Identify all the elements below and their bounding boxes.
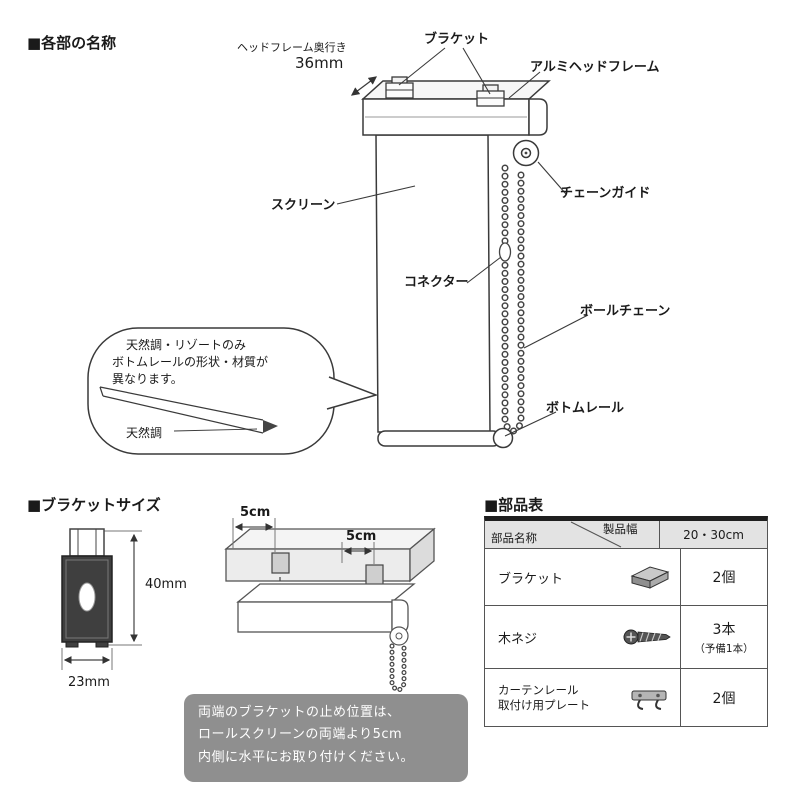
part-label-bracket: ブラケット	[424, 32, 490, 47]
section-title-parts-table: ■部品表	[484, 496, 544, 514]
install-ball-chain	[389, 643, 407, 693]
parts-table: 部品名称 製品幅 20・30cm ブラケット 2個 木ネジ	[484, 516, 768, 727]
bracket-width-value: 23mm	[68, 675, 110, 690]
bubble-text-line3: 異なります。	[112, 372, 183, 386]
part-qty-note: （予備1本）	[694, 642, 754, 655]
name-cell: ブラケット	[485, 549, 681, 605]
install-bracket-left	[271, 552, 290, 574]
bracket-size-drawing	[61, 528, 142, 670]
bracket-icon	[630, 566, 670, 589]
bottom-rail-shape	[377, 427, 514, 449]
chain-guide-shape	[512, 139, 540, 167]
table-row-screw: 木ネジ 3本 （予備1本）	[485, 606, 767, 669]
table-row-plate: カーテンレール 取付け用プレート 2個	[485, 669, 767, 726]
header-product-width: 製品幅	[603, 522, 638, 536]
bubble-text-line2: ボトムレールの形状・材質が	[112, 355, 269, 369]
section-title-bracket-size: ■ブラケットサイズ	[27, 496, 161, 514]
part-label-chain-guide: チェーンガイド	[560, 186, 651, 201]
install-gap-right-value: 5cm	[346, 529, 377, 544]
head-frame-depth-value: 36mm	[295, 54, 344, 72]
parts-table-header-row: 部品名称 製品幅 20・30cm	[485, 521, 767, 549]
part-label-screen: スクリーン	[271, 198, 336, 213]
part-qty: 2個	[712, 690, 736, 707]
part-name-line1: カーテンレール	[498, 682, 579, 697]
chain-connector	[498, 242, 512, 262]
table-row-bracket: ブラケット 2個	[485, 549, 767, 606]
label-pointer-lines	[336, 47, 589, 437]
install-gap-left-value: 5cm	[240, 505, 271, 520]
bracket-shapes	[385, 76, 505, 107]
install-note-line1: 両端のブラケットの止め位置は、	[198, 705, 401, 720]
install-bracket-right	[365, 564, 384, 586]
name-cell: カーテンレール 取付け用プレート	[485, 669, 681, 726]
head-frame-depth-label: ヘッドフレーム奥行き	[237, 41, 347, 54]
screw-icon	[623, 629, 671, 645]
part-label-connector: コネクター	[404, 275, 469, 290]
header-part-name: 部品名称	[491, 530, 537, 545]
qty-cell: 3本 （予備1本）	[681, 606, 767, 668]
part-name: ブラケット	[498, 571, 564, 587]
qty-cell: 2個	[681, 669, 767, 726]
qty-cell: 2個	[681, 549, 767, 605]
parts-table-header-left-cell: 部品名称 製品幅	[485, 521, 660, 548]
plate-icon	[631, 690, 667, 710]
part-label-bottom-rail: ボトムレール	[546, 401, 625, 416]
depth-dimension-arrow	[350, 76, 378, 96]
natural-style-rail-shape	[99, 386, 278, 434]
install-note-line2: ロールスクリーンの両端より5cm	[198, 727, 403, 743]
part-qty: 3本	[712, 621, 736, 638]
section-title-part-names: ■各部の名称	[27, 34, 117, 52]
roller-screen-illustration	[336, 47, 589, 449]
bottom-rail-callout-bubble	[87, 327, 379, 455]
bubble-text-line1: 天然調・リゾートのみ	[126, 338, 247, 352]
ball-chain-loop	[501, 164, 525, 435]
install-note-box: 両端のブラケットの止め位置は、 ロールスクリーンの両端より5cm 内側に水平にお…	[184, 694, 468, 782]
install-note-line3: 内側に水平にお取り付けください。	[198, 749, 415, 765]
header-width-value: 20・30cm	[683, 528, 744, 542]
bracket-height-value: 40mm	[145, 577, 187, 592]
bubble-caption-natural: 天然調	[126, 426, 163, 440]
part-label-alumi-head-frame: アルミヘッドフレーム	[530, 60, 660, 75]
part-qty: 2個	[712, 570, 736, 586]
part-name: カーテンレール 取付け用プレート	[498, 683, 590, 713]
part-name-line2: 取付け用プレート	[498, 697, 590, 712]
header-diagonal-line	[570, 521, 622, 548]
name-cell: 木ネジ	[485, 606, 681, 668]
installation-drawing	[224, 518, 436, 693]
part-name: 木ネジ	[498, 631, 538, 647]
part-label-ball-chain: ボールチェーン	[580, 304, 671, 319]
